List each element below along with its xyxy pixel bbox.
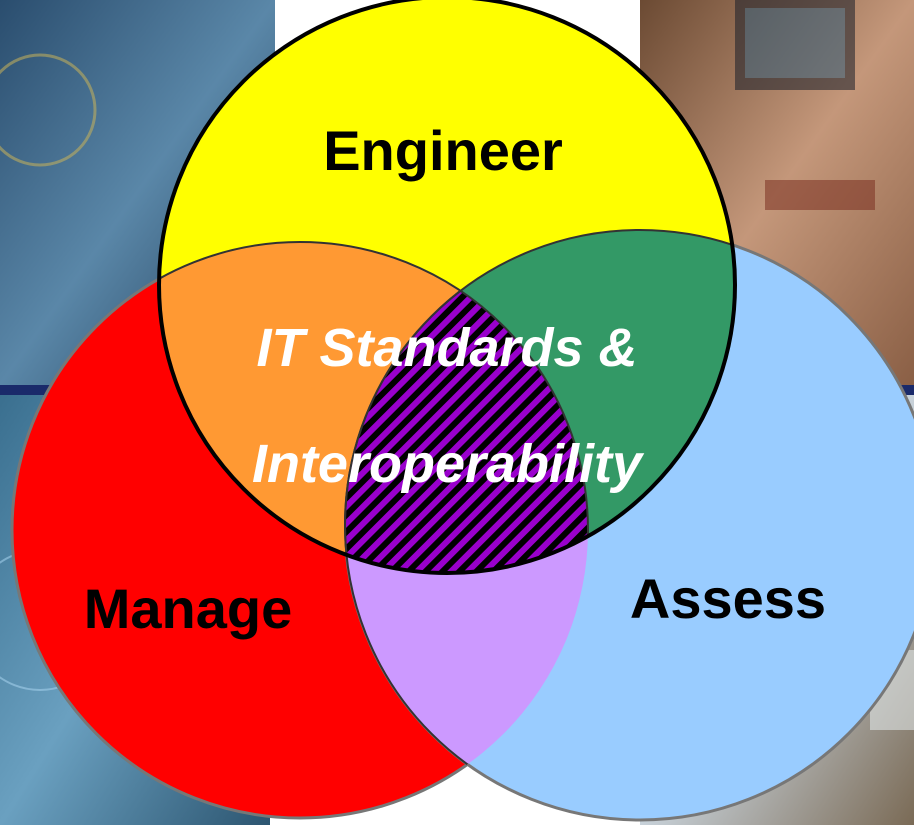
assess-label: Assess [630, 567, 826, 630]
engineer-label: Engineer [323, 119, 563, 182]
engineer-circle-outline [157, 0, 737, 575]
center-overlap [345, 242, 588, 573]
venn-circles [10, 0, 914, 822]
center-label-line1: IT Standards & [256, 318, 637, 378]
manage-label: Manage [84, 577, 293, 640]
center-label-line2: Interoperability [252, 434, 645, 494]
